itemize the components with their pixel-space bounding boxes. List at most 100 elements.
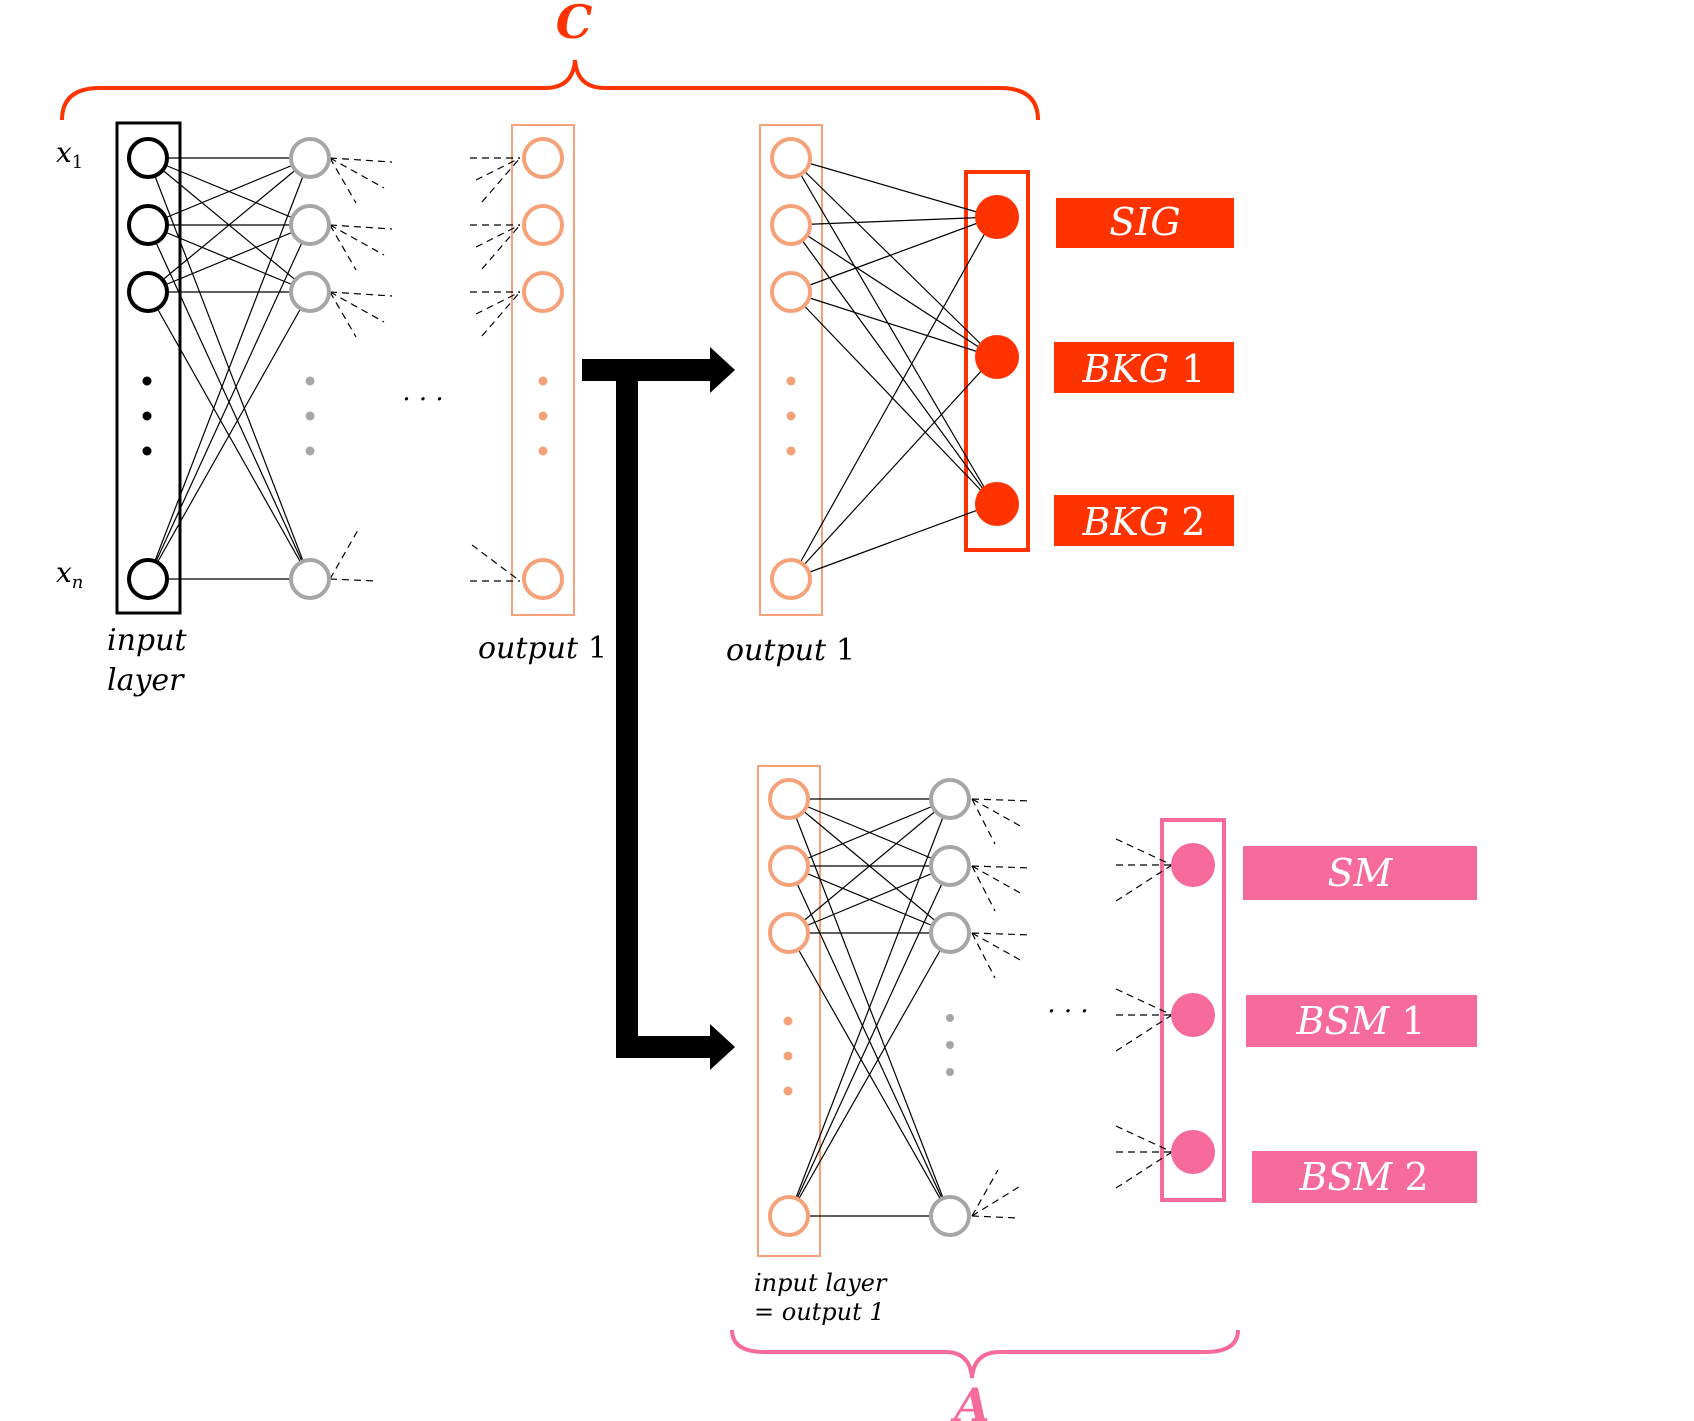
connection-line [788,798,951,1217]
adversary-hidden-node [929,1195,971,1237]
adversary-hidden-node [929,845,971,887]
ellipsis-dot [305,376,315,386]
classifier-output-node [975,482,1019,526]
hidden-node [289,558,331,600]
xn-label: xn [56,556,83,593]
dashed-connection [971,798,1023,828]
adversary-input-node [768,778,810,820]
ellipsis-dot [786,411,796,421]
adversary-input-caption-line1: input layer [754,1269,888,1297]
connection-line [788,932,951,1217]
ellipsis-dot [783,1016,793,1026]
output1-node [770,271,812,313]
connection-line [147,291,311,580]
connection-line [790,157,995,218]
input-node [127,558,169,600]
dashed-connection [971,932,1023,962]
svg-text:SM: SM [1328,851,1394,895]
dashed-connection [329,157,385,189]
input-node [127,204,169,246]
dashed-connection [481,224,521,270]
ellipsis-dot [142,446,152,456]
output1-node [522,558,564,600]
dashed-connection [475,291,521,315]
input-to-hidden-connections [147,157,311,580]
output1-node [522,271,564,313]
classifier-output-box [964,170,1030,552]
dashed-connection [481,291,521,337]
connection-line [790,224,995,358]
connection-line [790,291,995,358]
adversary-label: A [950,1378,990,1421]
dashed-connection [329,224,393,230]
dashed-connection [329,157,357,204]
hidden-node [289,137,331,179]
ellipsis-dot [786,446,796,456]
ellipsis-top: · · · [402,385,443,415]
ellipsis-dot [538,376,548,386]
adversary-output-node [1171,993,1215,1037]
ellipsis-bottom: · · · [1047,997,1088,1027]
connection-line [788,798,951,934]
dashed-connection [329,157,393,163]
connection-line [788,865,951,934]
classifier-label: C [556,0,593,49]
ellipsis-dot [783,1051,793,1061]
connection-line [147,157,311,293]
dashed-connection [329,291,393,297]
dashed-connection [1115,838,1173,866]
dashed-connection [1115,1125,1173,1153]
dashed-connection [971,865,1023,895]
dashed-connection [971,932,996,979]
ellipsis-dot [142,411,152,421]
dashed-connection [971,1215,1019,1219]
connection-line [790,216,995,293]
hidden-node [289,204,331,246]
dashed-connection [971,932,1033,936]
dashed-connection [329,224,357,271]
connection-line [790,216,995,580]
ellipsis-dot [786,376,796,386]
dashed-connection [481,157,521,203]
input-layer-box [115,121,182,615]
ellipsis-dot [783,1086,793,1096]
connection-line [790,356,995,580]
x1-label: x1 [56,136,83,173]
connection-line [147,157,311,226]
svg-text:SIG: SIG [1109,200,1180,244]
ellipsis-dot [305,446,315,456]
connection-line [788,798,951,867]
classifier-brace [60,59,1040,121]
input-node [127,137,169,179]
connection-line [790,216,995,226]
ellipsis-dot [538,411,548,421]
dashed-connection [329,291,385,323]
classifier-category-sig: SIG [1056,198,1234,248]
ellipsis-dot [142,376,152,386]
dashed-connection [329,291,357,338]
connection-line [147,224,311,580]
output1-left-box [511,124,575,616]
ellipsis-dot [305,411,315,421]
dashed-connection [971,865,996,912]
adversary-input-node [768,845,810,887]
ellipsis-dot [946,1068,954,1076]
dashed-connection [329,529,359,580]
adversary-output-node [1171,843,1215,887]
dashed-connection [971,798,1033,802]
hidden-node [289,271,331,313]
output1-node [522,137,564,179]
dashed-connection [471,544,521,582]
output1-to-classifier-connections [790,157,995,580]
connection-line [790,224,995,505]
dashed-connection [329,224,385,256]
adversary-input-node [768,912,810,954]
adversary-hidden-node [929,778,971,820]
